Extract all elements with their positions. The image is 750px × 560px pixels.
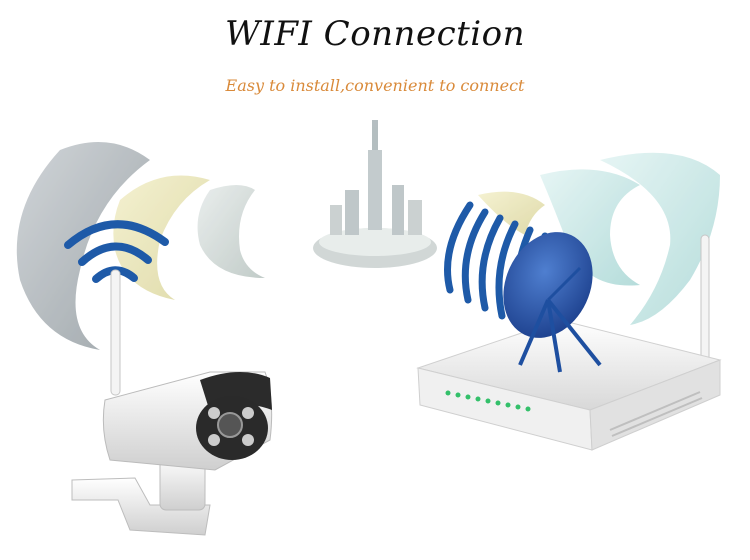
mountain-band (16, 142, 151, 350)
router-antenna (700, 234, 710, 376)
wifi-camera (71, 371, 273, 536)
router-side (589, 359, 721, 451)
port-led (475, 396, 481, 402)
port-led (445, 390, 451, 396)
beach-band (113, 175, 210, 300)
left-landscape-bands (16, 142, 265, 350)
router-vent (609, 391, 703, 437)
wifi-router (416, 319, 722, 451)
port-led (485, 398, 491, 404)
beach-band-right (540, 169, 640, 286)
port-led (525, 406, 531, 412)
right-landscape-bands (478, 152, 720, 325)
city-band (197, 185, 265, 278)
tree-band-right (478, 191, 545, 235)
satellite-dish-icon (503, 232, 602, 373)
coast-band-right (600, 152, 720, 325)
port-led (495, 400, 501, 406)
camera-antenna (110, 269, 121, 396)
city-tower-disc (313, 120, 437, 268)
port-led (455, 392, 461, 398)
lens-icon (217, 412, 243, 438)
port-led (465, 394, 471, 400)
page-subtitle: Easy to install,convenient to connect (225, 76, 525, 95)
camera-mount (71, 477, 211, 536)
port-led (515, 404, 521, 410)
page-title: WIFI Connection (224, 14, 526, 54)
port-led (505, 402, 511, 408)
router-port-indicators (445, 390, 531, 412)
